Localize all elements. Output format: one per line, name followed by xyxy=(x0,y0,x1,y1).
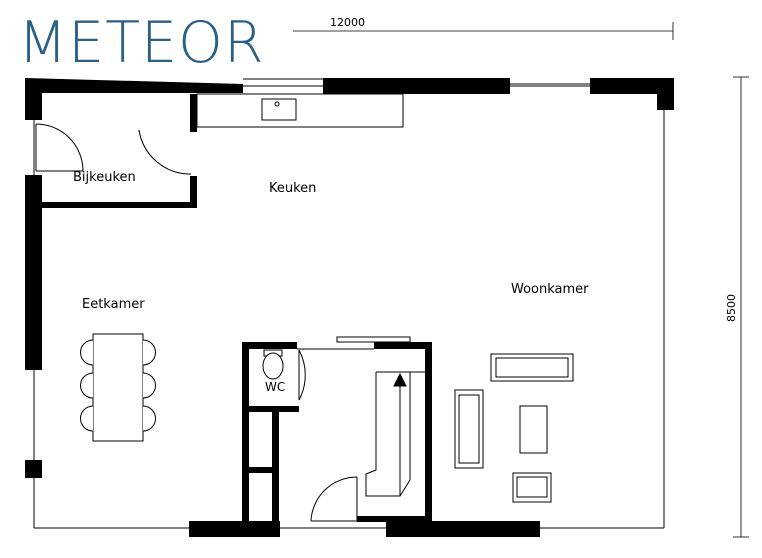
width-dimension-label: 12000 xyxy=(330,16,365,29)
depth-dimension-label: 8500 xyxy=(725,294,738,322)
kitchen-counter xyxy=(196,93,404,128)
bijkeuken-walls xyxy=(42,94,197,208)
bijkeuken-outer-door xyxy=(35,123,84,172)
sofa-left xyxy=(454,389,484,469)
coffee-table xyxy=(519,405,548,454)
core-window xyxy=(297,336,411,350)
stair xyxy=(365,371,425,497)
core-walls xyxy=(242,342,432,522)
room-label-keuken: Keuken xyxy=(269,181,316,196)
wc-door xyxy=(298,349,306,401)
sofa-top xyxy=(490,353,574,382)
width-dimension xyxy=(293,22,674,40)
dining-table xyxy=(80,333,156,442)
room-label-bijkeuken: Bijkeuken xyxy=(73,170,136,185)
depth-dimension xyxy=(733,76,749,538)
entrance-door xyxy=(310,476,358,522)
toilet xyxy=(262,349,284,380)
room-label-woonkamer: Woonkamer xyxy=(511,282,589,297)
thick-walls xyxy=(25,78,674,537)
bijkeuken-inner-door xyxy=(138,129,192,175)
room-label-eetkamer: Eetkamer xyxy=(82,297,145,312)
room-label-wc: WC xyxy=(265,380,285,394)
brand-logo: METEOR xyxy=(18,10,265,76)
kitchen-sink xyxy=(261,98,297,121)
armchair xyxy=(512,472,552,503)
